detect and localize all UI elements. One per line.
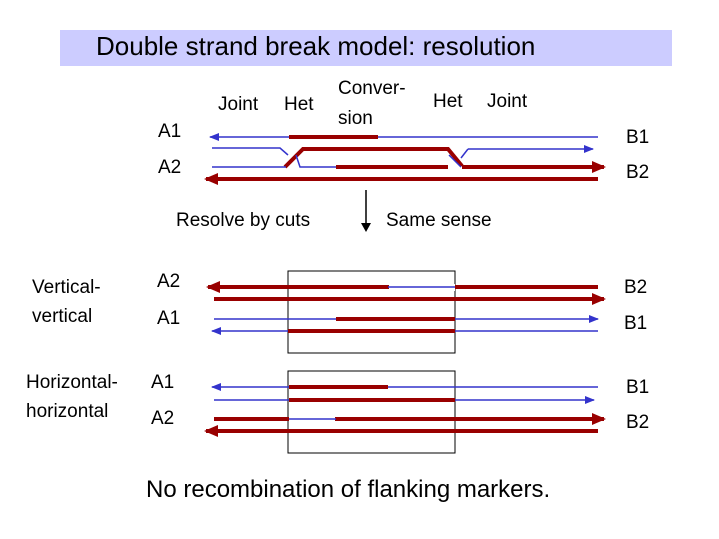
het-right-label: Het [433, 91, 463, 112]
horizontal-label-2: horizontal [26, 401, 109, 422]
title-bar [60, 30, 672, 66]
page-title: Double strand break model: resolution [96, 31, 536, 61]
vertical-vertical-strands [206, 270, 606, 354]
horizontal-a2-label: A2 [151, 408, 175, 429]
horizontal-b1-label: B1 [626, 377, 650, 398]
resolve-by-cuts-label: Resolve by cuts [176, 210, 311, 231]
vertical-b1-label: B1 [624, 313, 648, 334]
top-upper-crossing-blue-right [460, 148, 469, 159]
het-left-label: Het [284, 94, 314, 115]
horizontal-b2-label: B2 [626, 412, 650, 433]
horizontal-horizontal-strands [204, 370, 606, 454]
vertical-label-1: Vertical- [32, 277, 101, 298]
top-b1-label: B1 [626, 127, 650, 148]
joint-left-label: Joint [218, 94, 259, 115]
top-upper-crossing-strand [212, 147, 289, 156]
same-sense-label: Same sense [386, 210, 492, 231]
horizontal-a1-label: A1 [151, 372, 175, 393]
top-b2-label: B2 [626, 162, 650, 183]
vertical-cut-box [287, 270, 456, 354]
vertical-a2-label: A2 [157, 271, 181, 292]
top-lower-x-blue [448, 154, 462, 168]
horizontal-label-1: Horizontal- [26, 372, 118, 393]
vertical-label-2: vertical [32, 306, 93, 327]
resolve-arrow [361, 190, 371, 232]
vertical-b2-label: B2 [624, 277, 648, 298]
joint-right-label: Joint [487, 91, 528, 112]
top-lower-crossing [295, 154, 336, 168]
conversion-label-2: sion [338, 108, 373, 129]
footer-caption: No recombination of flanking markers. [146, 476, 551, 503]
top-a1-label: A1 [158, 121, 182, 142]
top-a2-label: A2 [158, 157, 182, 178]
horizontal-cut-box [287, 370, 456, 454]
conversion-label-1: Conver- [338, 78, 406, 99]
vertical-a1-label: A1 [157, 308, 181, 329]
top-upper-crossing-red [283, 147, 464, 169]
top-strands [204, 133, 606, 185]
